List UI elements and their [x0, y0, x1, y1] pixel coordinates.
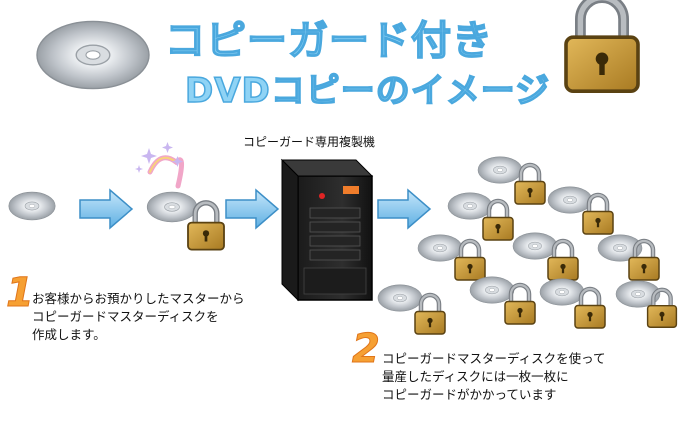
copied-disc-8 [469, 276, 515, 304]
copied-padlock-10 [648, 290, 677, 327]
step-1-number: 1 [6, 270, 35, 317]
copied-padlock-5 [548, 241, 578, 280]
step-2-description: コピーガードマスターディスクを使って 量産したディスクには一枚一枚に コピーガー… [382, 350, 606, 404]
step-1-line-2: コピーガードマスターディスクを [32, 309, 219, 324]
step-1-description: お客様からお預かりしたマスターから コピーガードマスターディスクを 作成します。 [32, 290, 245, 344]
arrow-right-icon-2 [225, 189, 279, 229]
step-2-line-1: コピーガードマスターディスクを使って [382, 351, 606, 366]
sparkle-icon [135, 142, 184, 189]
copied-padlock-6 [629, 241, 659, 280]
title-line-1: コピーガード付き [164, 17, 493, 65]
duplicator-label: コピーガード専用複製機 [243, 135, 376, 149]
arrow-right-icon-3 [377, 189, 431, 229]
copied-disc-1 [477, 156, 523, 184]
step-1-line-1: お客様からお預かりしたマスターから [32, 291, 245, 306]
hero-dvd-disc-icon [36, 20, 150, 90]
step-2-number: 2 [352, 326, 381, 373]
title-line-2: DVDコピーのイメージ [184, 70, 551, 112]
arrow-right-icon-1 [79, 189, 133, 229]
copied-disc-4 [417, 234, 463, 262]
copied-padlock-8 [505, 285, 535, 324]
copied-padlock-7 [415, 295, 445, 334]
copied-disc-3 [547, 186, 593, 214]
copied-padlock-4 [455, 241, 485, 280]
copied-padlock-3 [583, 195, 613, 234]
copied-disc-7 [377, 284, 423, 312]
master-padlock-icon [188, 203, 224, 250]
copied-padlock-2 [483, 201, 513, 240]
copied-disc-5 [512, 232, 558, 260]
step-2-line-2: 量産したディスクには一枚一枚に [382, 369, 569, 384]
step-1-line-3: 作成します。 [32, 327, 106, 342]
duplicator-tower-icon [280, 158, 374, 302]
copied-disc-9 [539, 278, 585, 306]
copied-disc-2 [447, 192, 493, 220]
master-dvd-disc-icon [146, 191, 198, 223]
copied-padlock-1 [515, 165, 545, 204]
step-2-line-3: コピーガードがかかっています [382, 387, 557, 402]
source-dvd-disc-icon [8, 191, 56, 221]
copied-padlock-9 [575, 289, 605, 328]
hero-padlock-icon [566, 0, 638, 91]
